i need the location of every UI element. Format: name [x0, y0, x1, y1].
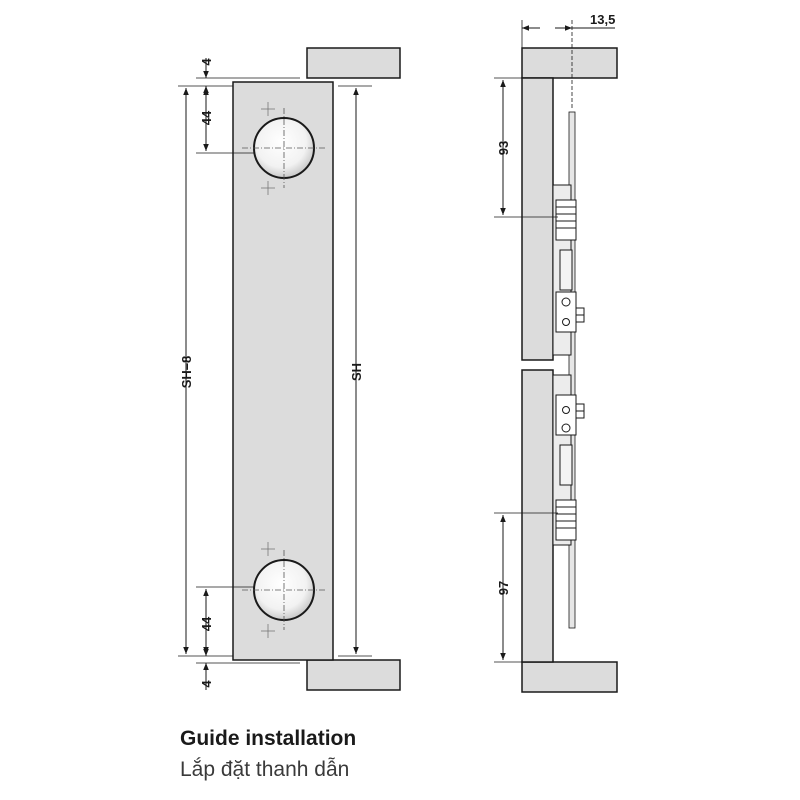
front-view: 4 44 SH–8 SH 44 4 — [178, 47, 401, 691]
upper-hinge-mechanism — [552, 184, 585, 356]
screw-mark-icon — [261, 542, 275, 638]
top-shelf — [306, 47, 401, 79]
dim-side-offset: 13,5 — [590, 12, 615, 27]
hinge-hole-bottom — [242, 542, 326, 638]
dim-top-offset: 4 — [199, 58, 214, 66]
dim-bottom-offset: 4 — [199, 680, 214, 688]
side-bottom-shelf — [521, 661, 618, 693]
caption-subtitle: Lắp đặt thanh dẫn — [180, 758, 350, 781]
caption-title: Guide installation — [180, 727, 357, 750]
dim-sh-minus-8: SH–8 — [179, 356, 194, 389]
upper-door-section — [521, 77, 554, 361]
side-top-shelf — [521, 47, 618, 79]
lower-door-section — [521, 369, 554, 663]
screw-mark-icon — [261, 102, 275, 195]
dim-hole-bottom: 44 — [199, 616, 214, 631]
dim-guide-bottom: 97 — [496, 581, 511, 595]
dim-hole-top: 44 — [199, 110, 214, 125]
side-view: 13,5 93 97 — [494, 12, 618, 693]
hinge-hole-top — [242, 102, 326, 195]
dim-sh: SH — [349, 363, 364, 381]
dim-guide-top: 93 — [496, 141, 511, 155]
lower-hinge-mechanism — [552, 374, 585, 546]
bottom-shelf — [306, 659, 401, 691]
